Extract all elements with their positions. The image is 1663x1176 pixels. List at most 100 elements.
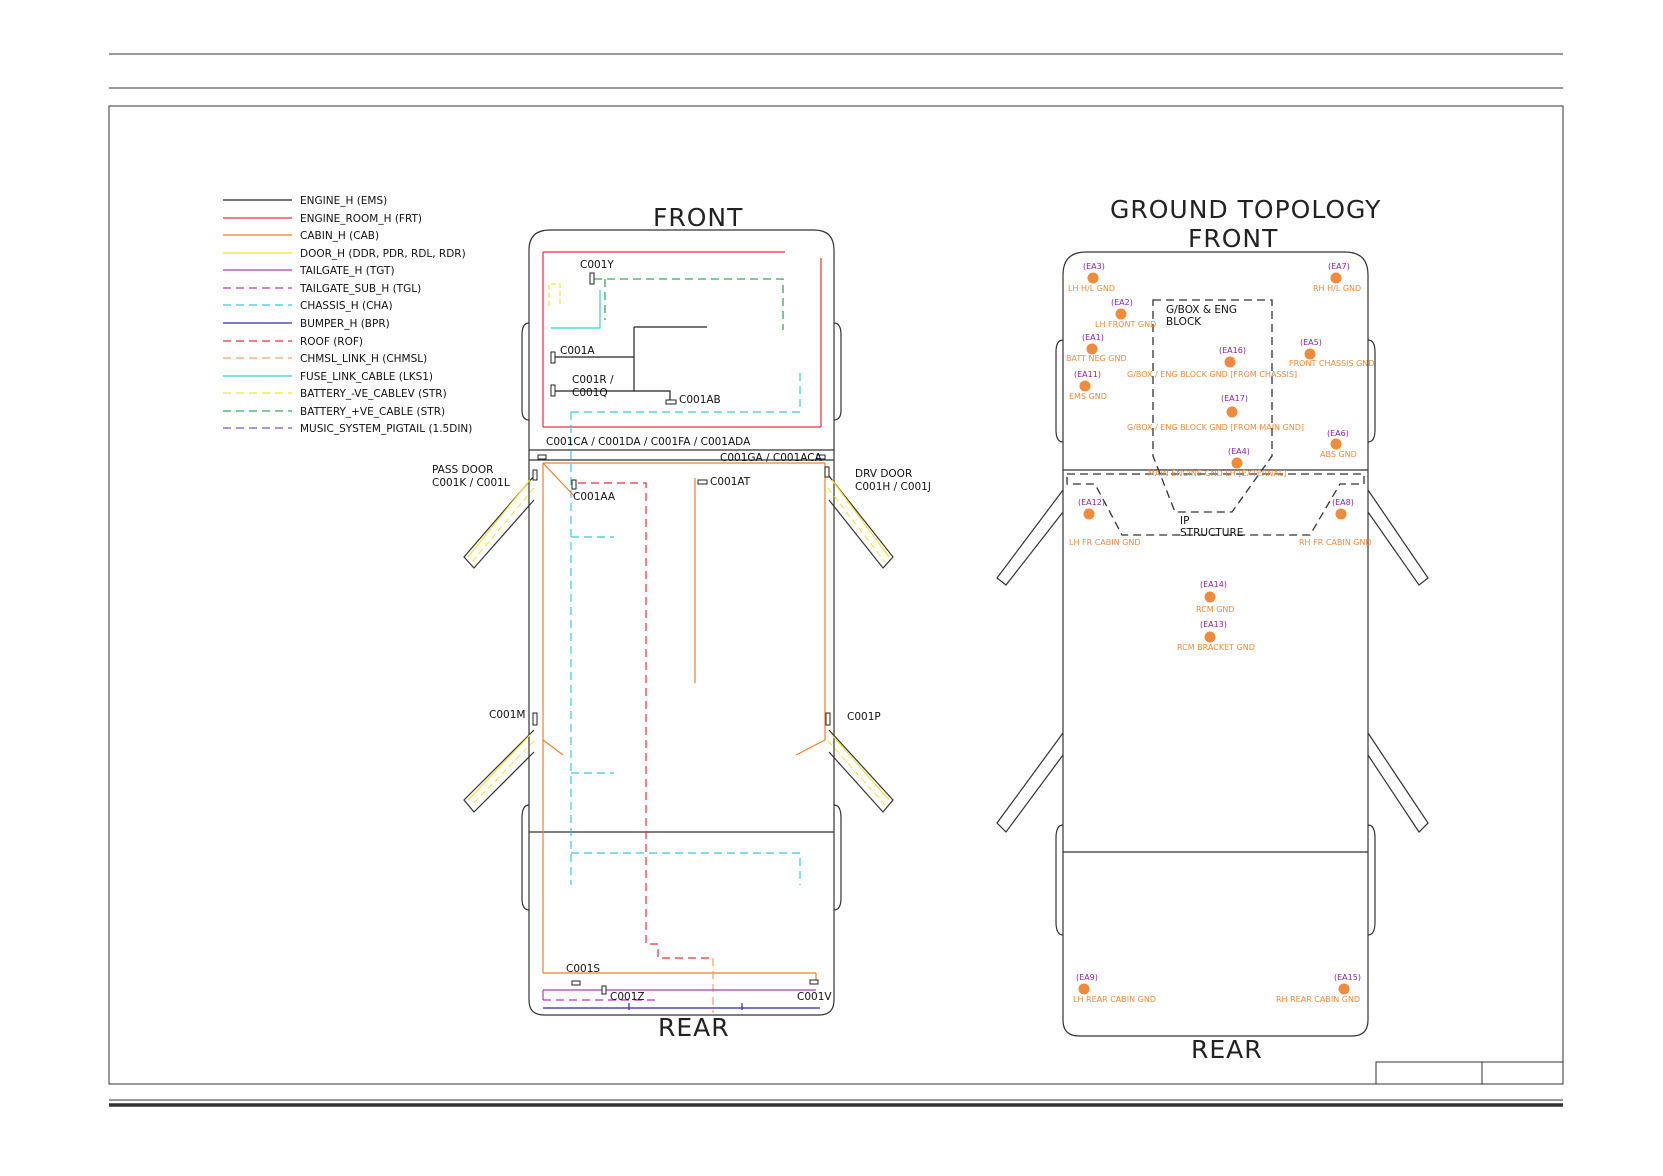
ip-label-line2: STRUCTURE: [1180, 527, 1243, 539]
label-c001k: C001K / C001L: [432, 477, 510, 489]
legend-label: BUMPER_H (BPR): [300, 318, 390, 330]
door-harness: [467, 479, 890, 801]
label-c001s: C001S: [566, 963, 600, 975]
label-drv-door: DRV DOOR: [855, 468, 912, 480]
legend-label: BATTERY_-VE_CABLEV (STR): [300, 388, 447, 400]
legend-label: CHASSIS_H (CHA): [300, 300, 393, 312]
ground-dot: [1078, 983, 1090, 995]
ground-dot: [1330, 272, 1342, 284]
ground-dot: [1086, 343, 1098, 355]
harness-legend: ENGINE_H (EMS) ENGINE_ROOM_H (FRT) CABIN…: [223, 195, 472, 435]
ground-name: LH FR CABIN GND: [1069, 538, 1141, 547]
ground-dot: [1231, 457, 1243, 469]
label-c001ga: C001GA / C001ACA: [720, 452, 823, 464]
gbox-label-line1: G/BOX & ENG: [1166, 304, 1237, 316]
connector-c001p: [825, 712, 831, 726]
roof-harness: [578, 482, 713, 959]
ground-point: (EA15) RH REAR CABIN GND: [1276, 973, 1361, 1004]
connector-symbols: [532, 272, 831, 995]
ground-id: (EA6): [1327, 429, 1349, 438]
ground-dot: [1204, 591, 1216, 603]
gbox-engine-outline: [1152, 299, 1273, 513]
legend-row: TAILGATE_SUB_H (TGL): [223, 283, 421, 295]
ground-dot: [1204, 631, 1216, 643]
label-c001p: C001P: [847, 711, 881, 723]
ground-point: (EA11) EMS GND: [1069, 370, 1107, 401]
ground-name: LH H/L GND: [1068, 284, 1115, 293]
legend-row: BUMPER_H (BPR): [223, 318, 390, 330]
connector-c001s: [571, 980, 581, 986]
fuse-link-cable: [551, 290, 601, 329]
ground-id: (EA1): [1082, 333, 1104, 342]
ground-topology-diagram: GROUND TOPOLOGY FRONT REAR G/BOX & ENG B…: [996, 195, 1429, 1064]
ground-id: (EA2): [1111, 298, 1133, 307]
engine-harness: [555, 326, 707, 400]
legend-label: CABIN_H (CAB): [300, 230, 379, 242]
ground-name: MAIN ENGINE GND LH [EXTERNAL]: [1148, 469, 1286, 478]
connector-c001ca: [537, 454, 547, 460]
ground-name: G/BOX / ENG BLOCK GND [FROM CHASSIS]: [1127, 370, 1297, 379]
chassis-harness: [570, 372, 801, 885]
label-c001ab: C001AB: [679, 394, 721, 406]
ground-point: (EA14) RCM GND: [1196, 580, 1235, 614]
label-c001a: C001A: [560, 345, 595, 357]
label-c001z: C001Z: [610, 991, 645, 1003]
ground-id: (EA7): [1328, 262, 1350, 271]
legend-row: MUSIC_SYSTEM_PIGTAIL (1.5DIN): [223, 423, 472, 435]
ground-point: (EA5) FRONT CHASSIS GND: [1289, 338, 1374, 368]
ground-id: (EA5): [1300, 338, 1322, 347]
legend-label: DOOR_H (DDR, PDR, RDL, RDR): [300, 248, 466, 260]
ground-name: RH FR CABIN GND: [1299, 538, 1372, 547]
legend-label: MUSIC_SYSTEM_PIGTAIL (1.5DIN): [300, 423, 472, 435]
label-c001aa: C001AA: [573, 491, 616, 503]
connector-c001m: [532, 712, 538, 726]
ground-dot: [1226, 406, 1238, 418]
harness-rear-label: REAR: [658, 1013, 730, 1042]
connector-c001a: [550, 351, 556, 364]
ground-name: LH FRONT GND: [1095, 320, 1156, 329]
ground-dot: [1087, 272, 1099, 284]
ground-point: (EA17) G/BOX / ENG BLOCK GND [FROM MAIN …: [1127, 394, 1304, 432]
ground-id: (EA11): [1074, 370, 1101, 379]
legend-label: ENGINE_H (EMS): [300, 195, 387, 207]
legend-row: ENGINE_H (EMS): [223, 195, 387, 207]
ground-point: (EA6) ABS GND: [1320, 429, 1357, 459]
ground-point: (EA3) LH H/L GND: [1068, 262, 1115, 293]
ground-name: ABS GND: [1320, 450, 1357, 459]
ip-label-line1: IP: [1180, 515, 1189, 527]
harness-front-label: FRONT: [653, 203, 743, 232]
cabin-harness: [542, 462, 826, 983]
ground-dot: [1335, 508, 1347, 520]
legend-row: BATTERY_+VE_CABLE (STR): [223, 406, 445, 418]
battery-negative-cable: [548, 283, 561, 306]
connector-c001ab: [665, 399, 677, 405]
legend-row: CHASSIS_H (CHA): [223, 300, 393, 312]
legend-row: CABIN_H (CAB): [223, 230, 379, 242]
ground-dot: [1083, 508, 1095, 520]
ground-point: (EA2) LH FRONT GND: [1095, 298, 1156, 329]
label-c001h: C001H / C001J: [855, 481, 931, 493]
ground-dot: [1330, 438, 1342, 450]
ground-name: RH REAR CABIN GND: [1276, 995, 1360, 1004]
legend-label: BATTERY_+VE_CABLE (STR): [300, 406, 445, 418]
battery-positive-cable: [594, 278, 784, 330]
connector-c001z: [601, 985, 607, 995]
ground-name: RH H/L GND: [1313, 284, 1361, 293]
legend-label: FUSE_LINK_CABLE (LKS1): [300, 371, 433, 383]
connector-c001k: [532, 469, 538, 481]
ground-point: (EA8) RH FR CABIN GND: [1299, 498, 1372, 547]
ground-id: (EA3): [1083, 262, 1105, 271]
harness-body-outline: [463, 229, 894, 1016]
ground-point: (EA7) RH H/L GND: [1313, 262, 1361, 293]
legend-row: CHMSL_LINK_H (CHMSL): [223, 353, 427, 365]
ground-dot: [1304, 348, 1316, 360]
label-c001ca: C001CA / C001DA / C001FA / C001ADA: [546, 436, 751, 448]
connector-c001v: [809, 979, 819, 985]
ground-dot: [1338, 983, 1350, 995]
connector-c001ga: [816, 454, 826, 460]
ground-id: (EA16): [1219, 346, 1246, 355]
legend-label: CHMSL_LINK_H (CHMSL): [300, 353, 427, 365]
ground-point: (EA1) BATT NEG GND: [1066, 333, 1127, 363]
label-c001m: C001M: [489, 709, 525, 721]
